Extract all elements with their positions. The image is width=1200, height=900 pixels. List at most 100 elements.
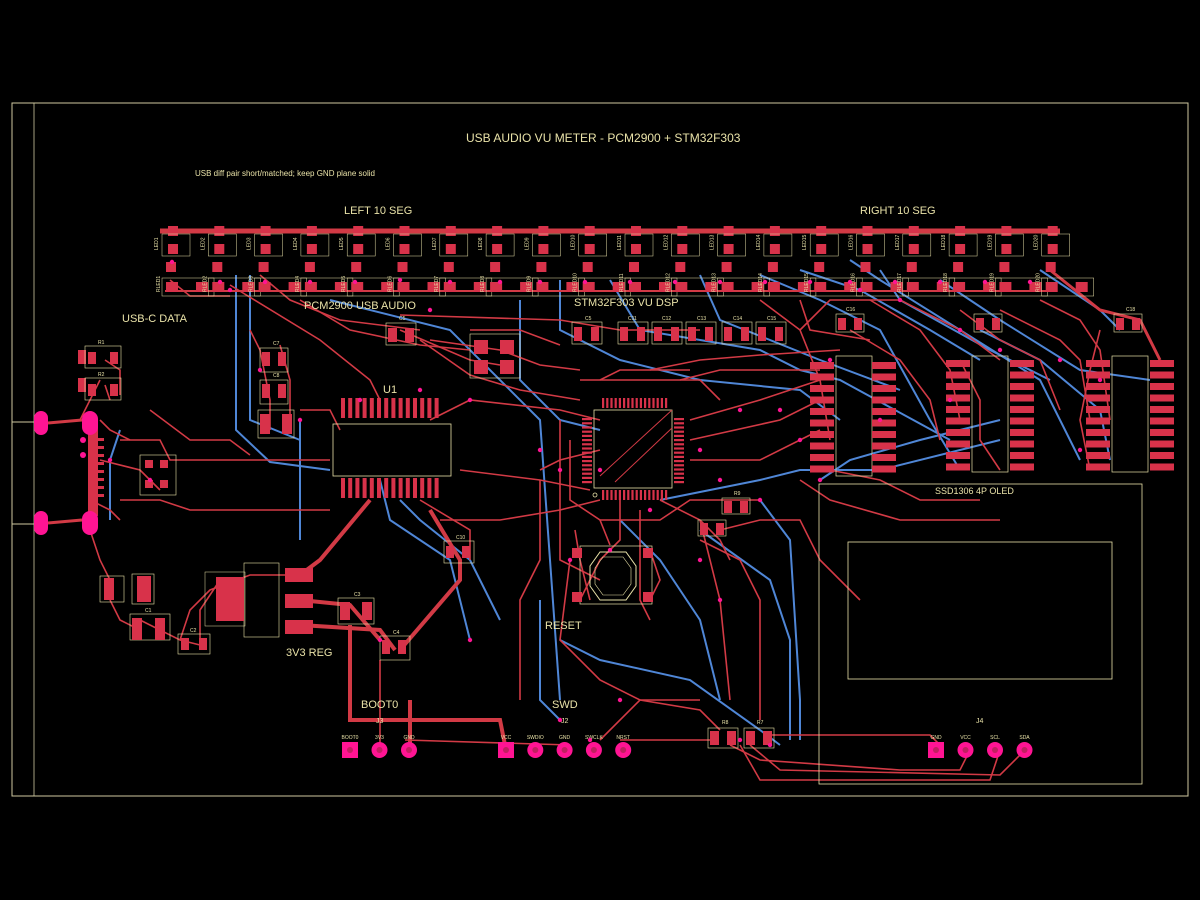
led-label: LED12 [663,234,669,250]
mcu-pin [648,398,651,408]
capacitor-c7: C7 [259,341,289,373]
u1-pin [427,398,432,418]
c3-label: C3 [354,592,361,598]
connector-j2-swd: VCC SWDIO GND SWCLK NRST [498,735,632,758]
led-label: LED9 [524,237,530,250]
u1-pin [391,398,396,418]
led-label: LED13 [710,234,716,250]
led-segment: LED2 [200,226,237,257]
via [877,417,883,423]
mcu-pin [582,481,592,484]
j4-pin-label: VCC [960,735,971,741]
mcu-pin [627,398,630,408]
via [777,407,783,413]
j4-pin[interactable]: SCL [987,735,1003,758]
resistor-label: RLED8 [480,276,486,292]
u1-pin [398,398,403,418]
mcu-pin [582,426,592,429]
via [617,697,623,703]
soic-pin [1086,429,1110,436]
mcu-pin [652,398,655,408]
soic-pin [1150,440,1174,448]
via [497,279,503,285]
soic-pin [810,419,834,427]
mcu-pin [674,426,684,429]
mcu-pin [652,490,655,500]
via [352,279,358,285]
mcu-pin [674,447,684,450]
connector-j3-boot: BOOT0 3V3 GND [342,735,417,758]
soic-pin [810,465,834,473]
via [937,279,943,285]
c1-label: C1 [145,608,152,614]
j2-pin[interactable]: VCC [498,735,514,758]
j2-pin[interactable]: SWCLK [585,735,603,758]
via [397,277,403,283]
mcu-pin [610,398,613,408]
led-segment: LED15 [802,226,839,257]
led-label: LED5 [339,237,345,250]
via [737,737,743,743]
via [767,742,773,748]
c11-label: C11 [628,316,637,322]
led-segment: LED13 [710,226,746,257]
r9-label: R9 [734,491,741,497]
soic-pin [1086,394,1110,402]
via [1097,377,1103,383]
mcu-pin [627,490,630,500]
capacitor-c17 [973,313,1003,333]
j2-label: J2 [561,718,569,725]
via-field [107,259,1103,748]
j4-pin[interactable]: SDA [1016,735,1033,758]
j3-pin[interactable]: 3V3 [371,735,388,758]
resistor-r7: R7 [743,720,775,749]
j2-pin-label: SWDIO [527,735,544,741]
via [567,557,573,563]
via [557,717,563,723]
regulator-section-title: 3V3 REG [286,647,332,659]
u1-pin [434,478,439,498]
led-segment: LED11 [617,226,654,257]
c8-label: C8 [273,373,280,379]
resistor-label: RLED5 [341,276,347,292]
r2-label: R2 [98,372,105,378]
mcu-pin [665,490,668,500]
led-label: LED15 [802,234,808,250]
led-segment: LED16 [849,226,885,257]
j3-pin[interactable]: GND [401,735,417,758]
j3-pin[interactable]: BOOT0 [342,735,359,758]
resistor-r9: R9 [721,491,751,515]
c-mcu-label: C5 [585,316,592,322]
j2-pin[interactable]: GND [556,735,573,758]
led-segment: LED9 [524,226,561,257]
soic-pin [946,406,970,413]
via [227,287,233,293]
u1-pin [384,478,389,498]
swd-section-title: SWD [552,699,578,711]
mcu-pin [582,439,592,442]
mcu-pin [674,451,684,454]
via [582,279,588,285]
j2-pin[interactable]: NRST [615,735,632,758]
board-outline [11,102,1189,797]
j4-pin[interactable]: GND [928,735,944,758]
c15-label: C15 [767,316,776,322]
via [467,637,473,643]
resistor-label: RLED18 [943,273,949,292]
mcu-pin [660,398,663,408]
j4-pin[interactable]: VCC [957,735,974,758]
j2-pin[interactable]: SWDIO [527,735,544,758]
mcu-pin [582,447,592,450]
u1-pin [341,398,345,418]
j3-label: J3 [376,718,384,725]
u1-pin [405,478,410,498]
via [957,327,963,333]
led-bar-array: LED1RLED1LED2RLED2LED3RLED3LED4RLED4LED5… [154,226,1094,297]
via [697,557,703,563]
j4-pin-label: SDA [1019,735,1030,741]
via [997,347,1003,353]
mcu-pin [602,490,605,500]
via [1027,279,1033,285]
via [307,279,313,285]
mcu-pin [639,398,642,408]
